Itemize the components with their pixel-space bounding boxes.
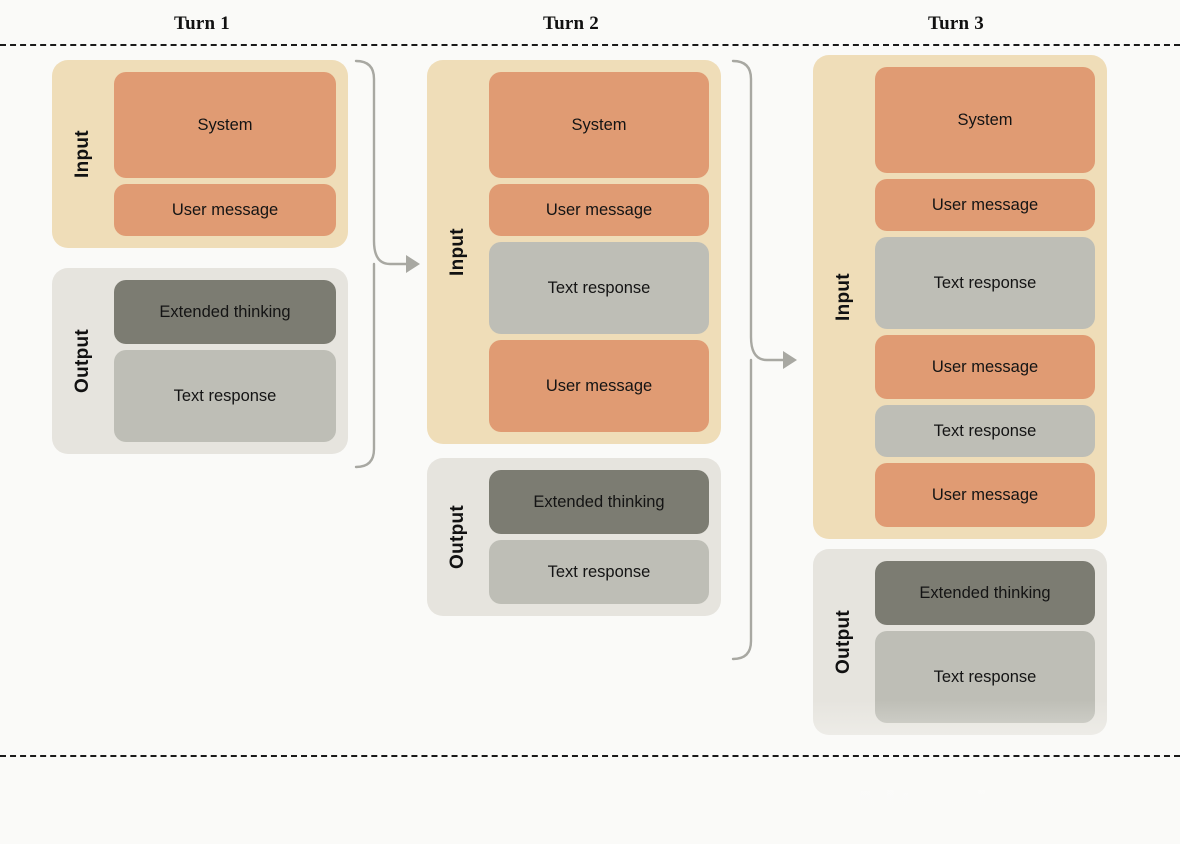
block-text-response[interactable]: Text response <box>114 350 336 442</box>
turn-3-input-blocks: System User message Text response User m… <box>875 67 1095 527</box>
turn-1-title: Turn 1 <box>174 13 230 34</box>
block-user-message[interactable]: User message <box>489 184 709 236</box>
block-text-response-2[interactable]: Text response <box>875 405 1095 457</box>
arrowhead-icon <box>783 351 797 369</box>
turn-1-column: Input System User message Output Extende… <box>52 60 348 454</box>
turn-2-input-panel: Input System User message Text response … <box>427 60 721 444</box>
turn-1-input-blocks: System User message <box>114 72 336 236</box>
block-system[interactable]: System <box>114 72 336 178</box>
turn-1-output-blocks: Extended thinking Text response <box>114 280 336 442</box>
bottom-divider-rule <box>0 755 1180 757</box>
turn-1-output-label: Output <box>72 328 93 394</box>
turn-3-column: Input System User message Text response … <box>813 55 1107 735</box>
block-text-response[interactable]: Text response <box>489 242 709 334</box>
turn-2-input-label: Input <box>447 228 468 276</box>
connector-turn2-to-turn3 <box>731 59 797 661</box>
turn-2-output-panel: Output Extended thinking Text response <box>427 458 721 616</box>
turn-2-title: Turn 2 <box>543 13 599 34</box>
connector-turn1-to-turn2 <box>354 59 420 469</box>
turn-1-input-panel: Input System User message <box>52 60 348 248</box>
block-extended-thinking[interactable]: Extended thinking <box>489 470 709 534</box>
turn-2-input-blocks: System User message Text response User m… <box>489 72 709 432</box>
turn-3-panel-gap <box>813 539 1107 549</box>
arrowhead-icon <box>406 255 420 273</box>
turn-1-input-label: Input <box>72 130 93 178</box>
turn-2-output-label: Output <box>447 504 468 570</box>
watermark: Altopic.com <box>846 781 1135 839</box>
turn-3-output-panel: Output Extended thinking Text response <box>813 549 1107 735</box>
block-text-response[interactable]: Text response <box>875 237 1095 329</box>
block-extended-thinking[interactable]: Extended thinking <box>114 280 336 344</box>
turn-2-panel-gap <box>427 444 721 458</box>
block-extended-thinking[interactable]: Extended thinking <box>875 561 1095 625</box>
block-user-message-3[interactable]: User message <box>875 463 1095 527</box>
turn-1-output-panel: Output Extended thinking Text response <box>52 268 348 454</box>
block-text-response[interactable]: Text response <box>489 540 709 604</box>
turn-3-output-label: Output <box>833 609 854 675</box>
turn-3-output-blocks: Extended thinking Text response <box>875 561 1095 723</box>
block-text-response[interactable]: Text response <box>875 631 1095 723</box>
block-user-message[interactable]: User message <box>114 184 336 236</box>
block-user-message[interactable]: User message <box>875 179 1095 231</box>
block-user-message-2[interactable]: User message <box>489 340 709 432</box>
block-system[interactable]: System <box>489 72 709 178</box>
turn-3-title: Turn 3 <box>928 13 984 34</box>
block-system[interactable]: System <box>875 67 1095 173</box>
turn-2-column: Input System User message Text response … <box>427 60 721 616</box>
turn-1-panel-gap <box>52 248 348 268</box>
turn-3-input-panel: Input System User message Text response … <box>813 55 1107 539</box>
turn-2-output-blocks: Extended thinking Text response <box>489 470 709 604</box>
block-user-message-2[interactable]: User message <box>875 335 1095 399</box>
turn-3-input-label: Input <box>833 273 854 321</box>
top-divider-rule <box>0 44 1180 46</box>
